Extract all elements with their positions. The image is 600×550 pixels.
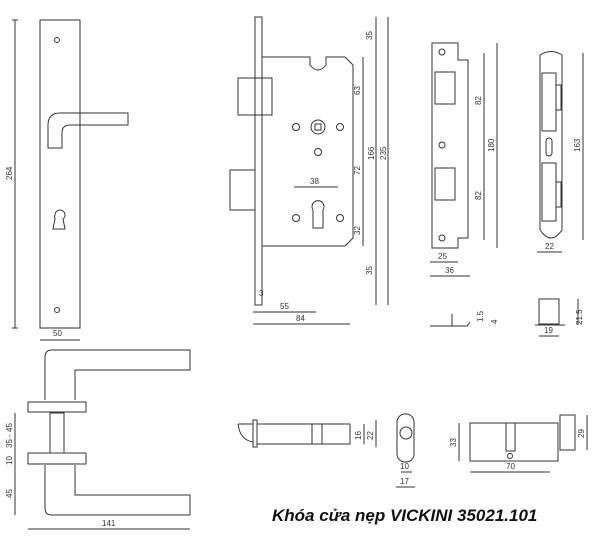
dim-141: 141 — [102, 519, 116, 528]
dim-32: 32 — [353, 226, 362, 235]
dim-36: 36 — [445, 266, 454, 275]
handle-side-view: 35 - 45 10 45 141 — [5, 349, 191, 530]
dim-70: 70 — [506, 462, 515, 471]
keeper: 163 22 21.5 19 — [535, 51, 584, 337]
dim-10: 10 — [400, 462, 409, 471]
dim-235: 235 — [379, 146, 388, 160]
latch-bolt: 16 22 — [237, 419, 377, 448]
dim-82-lower: 82 — [474, 191, 483, 200]
dim-63: 63 — [353, 86, 362, 95]
dim-35-top: 35 — [365, 31, 374, 40]
strike-plate: 82 82 180 25 36 1.5 4 — [430, 42, 499, 327]
dim-17: 17 — [400, 477, 409, 486]
dim-163: 163 — [573, 138, 582, 152]
product-title: Khóa cửa nẹp VICKINI 35021.101 — [272, 506, 538, 525]
dim-33: 33 — [449, 438, 458, 447]
dim-180: 180 — [487, 138, 496, 152]
dim-plate-width: 50 — [53, 329, 62, 338]
dim-21-5: 21.5 — [575, 309, 584, 325]
dim-38: 38 — [310, 177, 319, 186]
dim-45: 45 — [5, 489, 14, 498]
dim-4: 4 — [490, 319, 499, 324]
cylinder-end-view: 10 17 — [396, 413, 415, 488]
dim-19: 19 — [544, 326, 553, 335]
dim-22-latch: 22 — [366, 431, 375, 440]
dim-16: 16 — [354, 431, 363, 440]
dim-1-5: 1.5 — [476, 310, 485, 322]
dim-22-keeper: 22 — [545, 242, 554, 251]
lock-body: 38 35 63 72 32 35 166 235 3 55 84 — [229, 16, 389, 325]
dim-82-upper: 82 — [474, 96, 483, 105]
dim-door-thickness: 35 - 45 — [5, 423, 14, 448]
door-plate: 264 50 — [5, 19, 129, 341]
dim-10-rose: 10 — [5, 456, 14, 465]
dim-166: 166 — [367, 146, 376, 160]
dim-72: 72 — [353, 166, 362, 175]
dim-3: 3 — [259, 289, 264, 298]
dim-plate-height: 264 — [5, 166, 14, 180]
dim-25: 25 — [438, 252, 447, 261]
dim-84: 84 — [296, 314, 305, 323]
euro-cylinder: 33 29 70 — [449, 414, 588, 473]
dim-29: 29 — [577, 429, 586, 438]
dim-55: 55 — [280, 302, 289, 311]
dim-35-bottom: 35 — [365, 266, 374, 275]
